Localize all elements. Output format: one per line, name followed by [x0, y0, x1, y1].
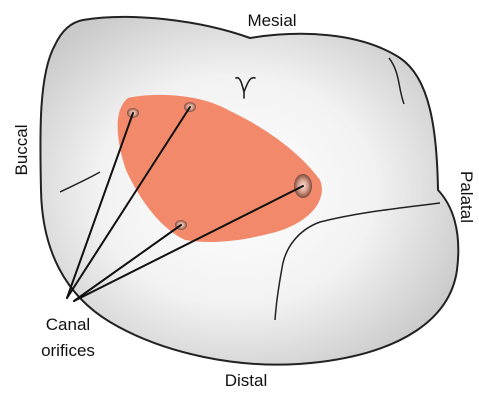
label-canal-line2: orifices: [41, 341, 95, 360]
label-palatal: Palatal: [457, 171, 476, 223]
label-buccal: Buccal: [12, 124, 31, 175]
label-canal-line1: Canal: [46, 315, 90, 334]
label-mesial: Mesial: [247, 11, 296, 30]
label-distal: Distal: [225, 371, 268, 390]
